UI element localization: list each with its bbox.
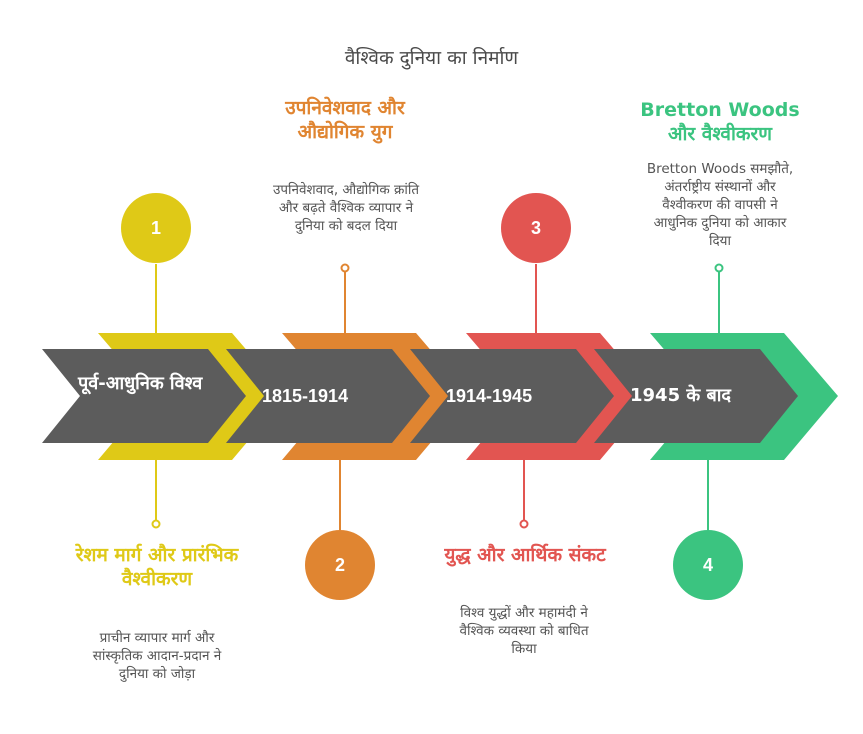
stage-description-3: विश्व युद्धों और महामंदी ने वैश्विक व्यव… — [459, 605, 589, 657]
stage-heading-4: Bretton Woods और वैश्वीकरण — [640, 99, 800, 145]
stage-description-1: प्राचीन व्यापार मार्ग और सांस्कृतिक आदान… — [92, 630, 222, 682]
stage-description-2: उपनिवेशवाद, औद्योगिक क्रांति और बढ़ते वै… — [272, 182, 420, 234]
stage-heading-1: रेशम मार्ग और प्रारंभिक वैश्वीकरण — [75, 544, 239, 590]
diagram-title: वैश्विक दुनिया का निर्माण — [344, 47, 519, 69]
stage-label-3: 1914-1945 — [446, 386, 533, 406]
connector-dot-4 — [714, 263, 724, 273]
chevron-4 — [594, 349, 798, 443]
chevron-3 — [410, 349, 614, 443]
connector-dot-1 — [151, 519, 161, 529]
stage-label-2: 1815-1914 — [262, 386, 349, 406]
step-circle-1: 1 — [121, 193, 191, 263]
step-circle-2: 2 — [305, 530, 375, 600]
stage-heading-2: उपनिवेशवाद और औद्योगिक युग — [285, 97, 405, 143]
stage-label-4: 1945 के बाद — [630, 385, 731, 406]
connector-dot-2 — [340, 263, 350, 273]
connector-dot-3 — [519, 519, 529, 529]
chevron-2 — [226, 349, 430, 443]
stage-label-1: पूर्व-आधुनिक विश्व — [78, 373, 203, 394]
step-circle-4: 4 — [673, 530, 743, 600]
chevron-1 — [42, 349, 246, 443]
stage-description-4: Bretton Woods समझौते, अंतर्राष्ट्रीय संस… — [646, 161, 794, 249]
stage-heading-3: युद्ध और आर्थिक संकट — [444, 544, 606, 566]
step-circle-3: 3 — [501, 193, 571, 263]
